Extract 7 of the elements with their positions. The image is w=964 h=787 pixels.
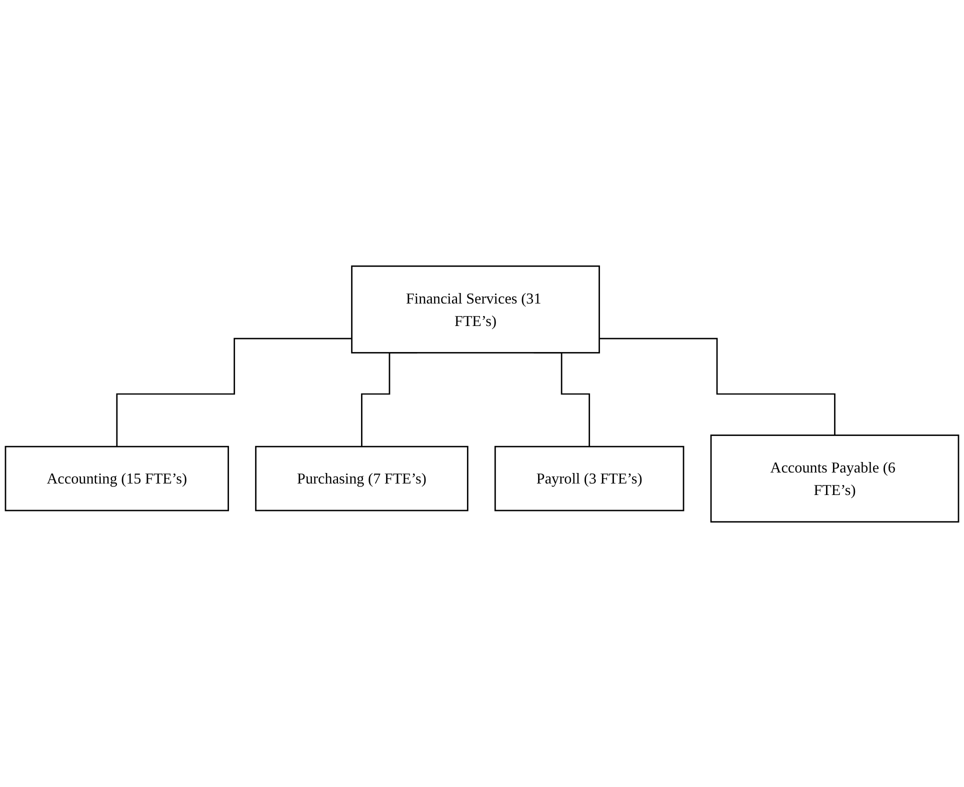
connector (599, 337, 836, 436)
connector (116, 337, 352, 447)
node-box: Purchasing (7 FTE’s) (255, 445, 468, 511)
node-box: Payroll (3 FTE’s) (494, 445, 684, 511)
node-box: Financial Services (31 FTE’s) (351, 264, 600, 353)
node-box: Accounts Payable (6 FTE’s) (710, 434, 960, 522)
node-box: Accounting (15 FTE’s) (4, 445, 229, 511)
